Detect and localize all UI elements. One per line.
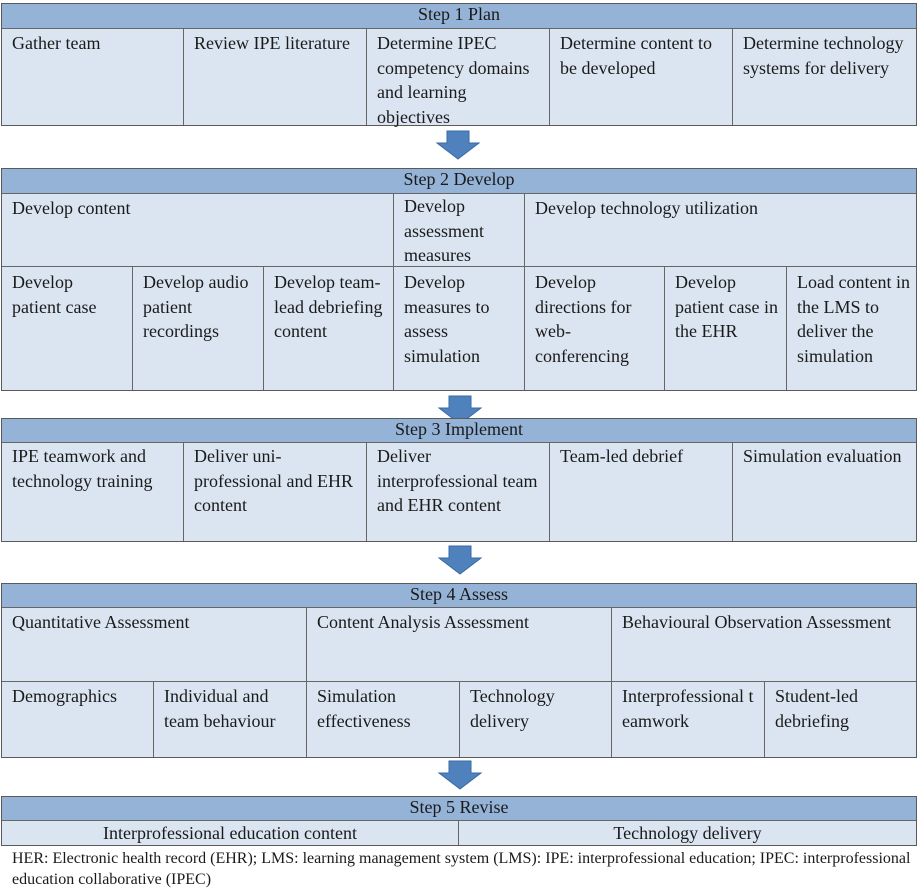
step-1-item-determine-technology: Determine technology systems for deliver…	[733, 29, 916, 125]
step-2-item-assess-measures: Develop measures to assess simulation	[394, 267, 525, 390]
step-4-content-analysis-assessment: Content Analysis Assessment	[307, 608, 612, 681]
step-4-frame	[1, 583, 917, 758]
step-4-item-simulation-effectiveness: Simulation effectiveness	[307, 682, 460, 757]
divider	[2, 193, 916, 194]
step-1-item-determine-competency: Determine IPEC competency domains and le…	[367, 29, 550, 127]
step-5-item-technology-delivery: Technology delivery	[459, 821, 916, 845]
step-3-item-simulation-evaluation: Simulation evaluation	[733, 443, 916, 541]
divider	[2, 607, 916, 608]
step-4-item-interprofessional-teamwork: Interprofessional teamwork	[612, 682, 765, 757]
down-arrow-icon	[438, 760, 482, 790]
step-2-header: Step 2 Develop	[2, 169, 916, 193]
step-2-item-web-conferencing: Develop directions for web-conferencing	[525, 267, 665, 390]
step-3-item-uniprofessional: Deliver uni-professional and EHR content	[184, 443, 367, 541]
step-3-header: Step 3 Implement	[2, 419, 916, 442]
step-2-develop-content: Develop content	[2, 194, 394, 266]
step-3-item-teamwork-training: IPE teamwork and technology training	[2, 443, 184, 541]
step-1-item-determine-content: Determine content to be developed	[550, 29, 733, 125]
step-2-item-load-lms: Load content in the LMS to deliver the s…	[787, 267, 916, 390]
divider	[2, 442, 916, 443]
step-2-develop-technology: Develop technology utilization	[525, 194, 916, 266]
divider	[2, 820, 916, 821]
step-4-item-demographics: Demographics	[2, 682, 154, 757]
step-4-quantitative-assessment: Quantitative Assessment	[2, 608, 307, 681]
down-arrow-icon	[436, 130, 480, 160]
step-5-item-education-content: Interprofessional education content	[2, 821, 459, 845]
step-4-header: Step 4 Assess	[2, 584, 916, 607]
step-2-frame	[1, 168, 917, 391]
step-1-header: Step 1 Plan	[2, 4, 916, 28]
step-1-item-review-literature: Review IPE literature	[184, 29, 367, 125]
divider	[2, 681, 916, 682]
divider	[2, 28, 916, 29]
down-arrow-icon	[438, 395, 482, 425]
step-2-item-patient-case-ehr: Develop patient case in the EHR	[665, 267, 787, 390]
figure-caption: HER: Electronic health record (EHR); LMS…	[12, 850, 911, 888]
step-1-frame	[1, 3, 917, 126]
step-5-header: Step 5 Revise	[2, 797, 916, 820]
step-4-item-student-led-debriefing: Student-led debriefing	[765, 682, 916, 757]
step-4-item-technology-delivery: Technology delivery	[460, 682, 612, 757]
step-2-develop-assessment: Develop assessment measures	[394, 194, 525, 266]
step-3-frame	[1, 418, 917, 542]
step-2-item-debriefing-content: Develop team-lead debriefing content	[264, 267, 394, 390]
step-4-item-team-behaviour: Individual and team behaviour	[154, 682, 307, 757]
step-4-behavioural-observation-assessment: Behavioural Observation Assessment	[612, 608, 916, 681]
step-3-item-interprofessional-team: Deliver interprofessional team and EHR c…	[367, 443, 550, 541]
down-arrow-icon	[438, 545, 482, 575]
step-3-item-team-led-debrief: Team-led debrief	[550, 443, 733, 541]
step-1-item-gather-team: Gather team	[2, 29, 184, 125]
step-2-item-patient-case: Develop patient case	[2, 267, 133, 390]
divider	[2, 266, 916, 267]
step-2-item-audio-recordings: Develop audio patient recordings	[133, 267, 264, 390]
step-5-frame	[1, 796, 917, 846]
